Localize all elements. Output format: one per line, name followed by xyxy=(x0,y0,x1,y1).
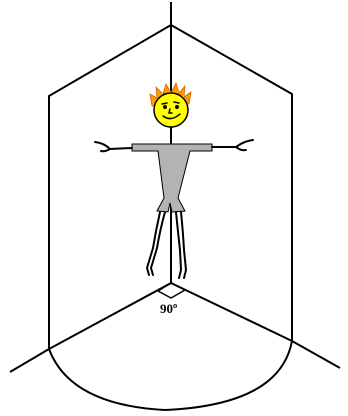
figure-body xyxy=(132,144,212,212)
floor-front-curve xyxy=(49,341,292,410)
stick-figure xyxy=(95,83,253,278)
left-hand xyxy=(95,142,132,151)
figure-face xyxy=(154,93,188,127)
right-hand xyxy=(212,140,253,150)
floor-right-edge xyxy=(171,283,340,368)
left-mirror-outline xyxy=(49,25,171,349)
angle-label: 90º xyxy=(160,301,177,316)
right-angle-marker xyxy=(158,283,185,298)
figure-legs xyxy=(147,212,186,278)
right-mirror-outline xyxy=(171,25,292,341)
floor-left-edge xyxy=(10,283,171,372)
